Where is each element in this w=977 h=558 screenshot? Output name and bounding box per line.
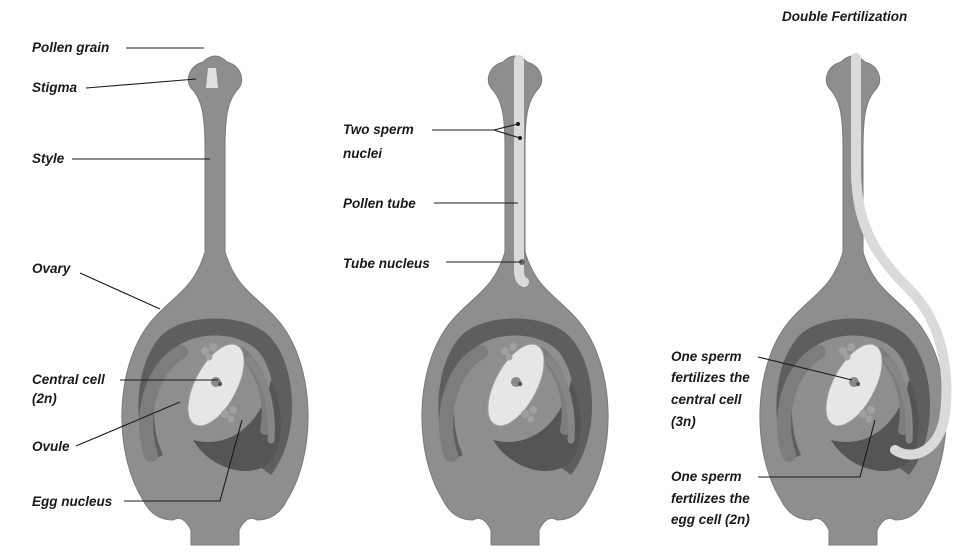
label-egg-line1: One sperm (671, 469, 742, 484)
label-pollen-grain: Pollen grain (32, 40, 109, 55)
stigma-tissue (206, 68, 218, 88)
label-central-cell-line1: Central cell (32, 372, 105, 387)
diagram-title: Double Fertilization (782, 9, 907, 24)
label-egg-line2: fertilizes the (671, 491, 750, 506)
label-central-line4: (3n) (671, 414, 696, 429)
label-central-line2: fertilizes the (671, 370, 750, 385)
label-egg-nucleus: Egg nucleus (32, 494, 113, 509)
panel-2-pollen-tube: Two sperm nuclei Pollen tube Tube nucleu… (343, 56, 608, 545)
label-central-cell-line2: (2n) (32, 391, 57, 406)
label-ovary: Ovary (32, 261, 72, 276)
panel-1-unfertilized: Pollen grain Stigma Style Ovary Central … (32, 40, 308, 545)
label-two-sperm-line2: nuclei (343, 146, 382, 161)
label-egg-line3: egg cell (2n) (671, 512, 750, 527)
pistil-1 (122, 56, 308, 545)
label-pollen-tube: Pollen tube (343, 196, 416, 211)
pollen-tube (519, 60, 524, 282)
label-style: Style (32, 151, 65, 166)
label-tube-nucleus: Tube nucleus (343, 256, 430, 271)
label-central-line3: central cell (671, 392, 742, 407)
label-central-line1: One sperm (671, 349, 742, 364)
label-ovule: Ovule (32, 439, 70, 454)
label-two-sperm-line1: Two sperm (343, 122, 414, 137)
panel-3-double-fertilization: One sperm fertilizes the central cell (3… (671, 56, 946, 545)
label-stigma: Stigma (32, 80, 78, 95)
